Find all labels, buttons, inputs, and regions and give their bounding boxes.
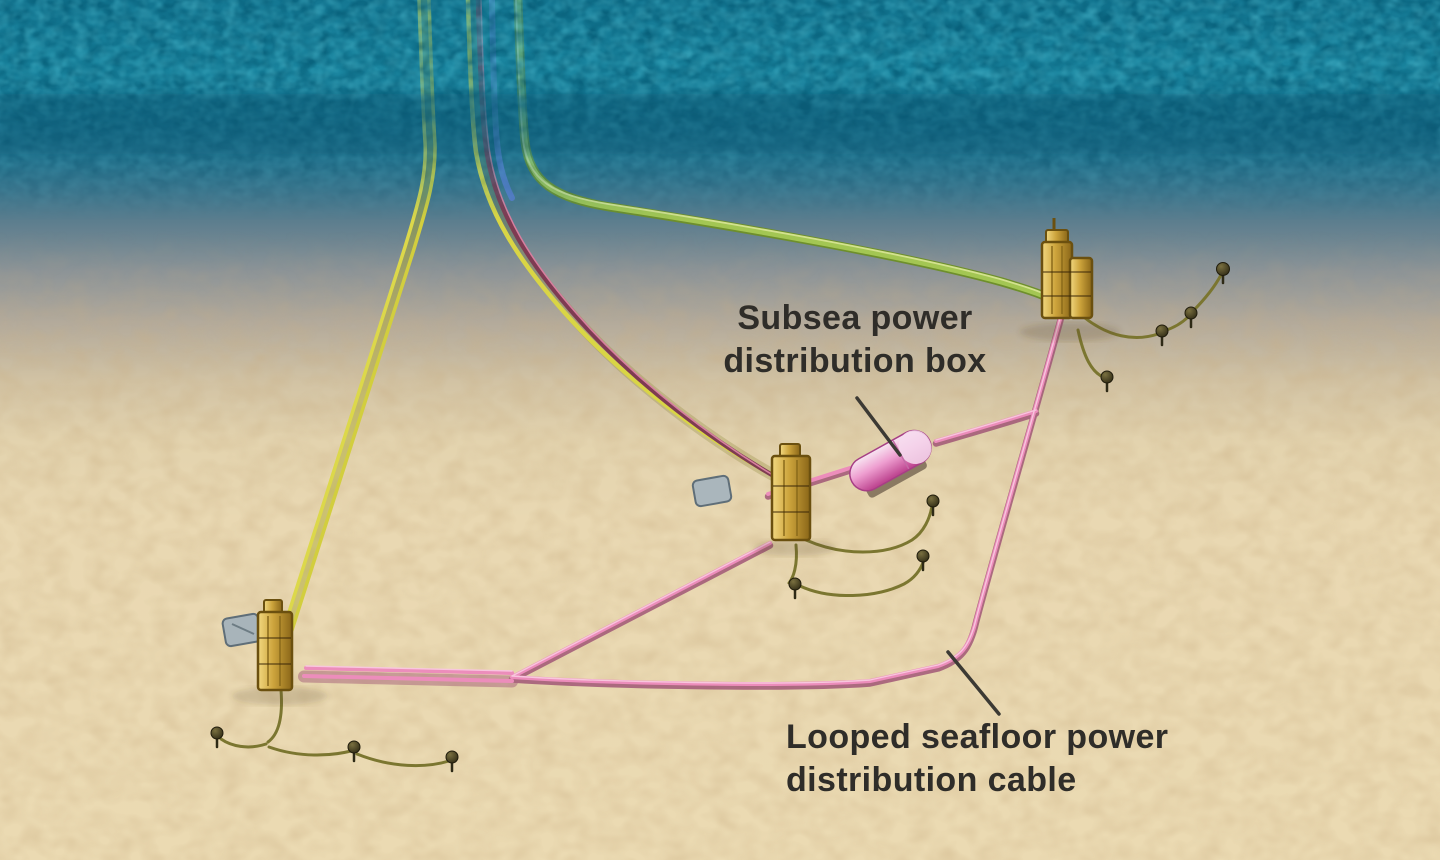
left-manifold-rov-skid [221, 612, 263, 648]
flowline [1191, 273, 1223, 313]
looped-cable-label: Looped seafloor power distribution cable [786, 716, 1168, 802]
manifolds [221, 218, 1120, 705]
box-leader-line [855, 396, 902, 457]
loop-to-left-1 [304, 666, 514, 675]
leader-lines [855, 396, 1001, 716]
flowline [798, 558, 926, 598]
loop-to-left-2 [302, 674, 514, 683]
cable-leader-line [946, 650, 1001, 716]
flowline [219, 737, 268, 749]
flowline [267, 745, 353, 757]
flowline [355, 752, 451, 768]
cable-label-line1: Looped seafloor power [786, 718, 1169, 756]
flowlines-and-wellheads [210, 262, 1230, 773]
loop-highlight [305, 310, 1063, 684]
center-manifold-skid [691, 474, 733, 508]
left-manifold [221, 599, 328, 705]
loop-box-run-east [934, 409, 1038, 443]
thermocline-band [0, 94, 1440, 154]
distribution-box [849, 429, 932, 498]
box-label-line2: distribution box [723, 342, 987, 380]
cable-label-line2: distribution cable [786, 761, 1077, 799]
center-manifold [691, 443, 837, 556]
seafloor-texture [0, 230, 1440, 860]
wellhead-balls [210, 262, 1230, 764]
flowline [1083, 316, 1160, 339]
loop-diagonal-to-center [510, 541, 772, 679]
right-manifold [1020, 218, 1120, 341]
box-label-line1: Subsea power [737, 299, 973, 337]
distribution-box-cap [898, 430, 932, 464]
subsea-power-box-label: Subsea power distribution box [640, 297, 1070, 383]
water [0, 0, 1440, 220]
